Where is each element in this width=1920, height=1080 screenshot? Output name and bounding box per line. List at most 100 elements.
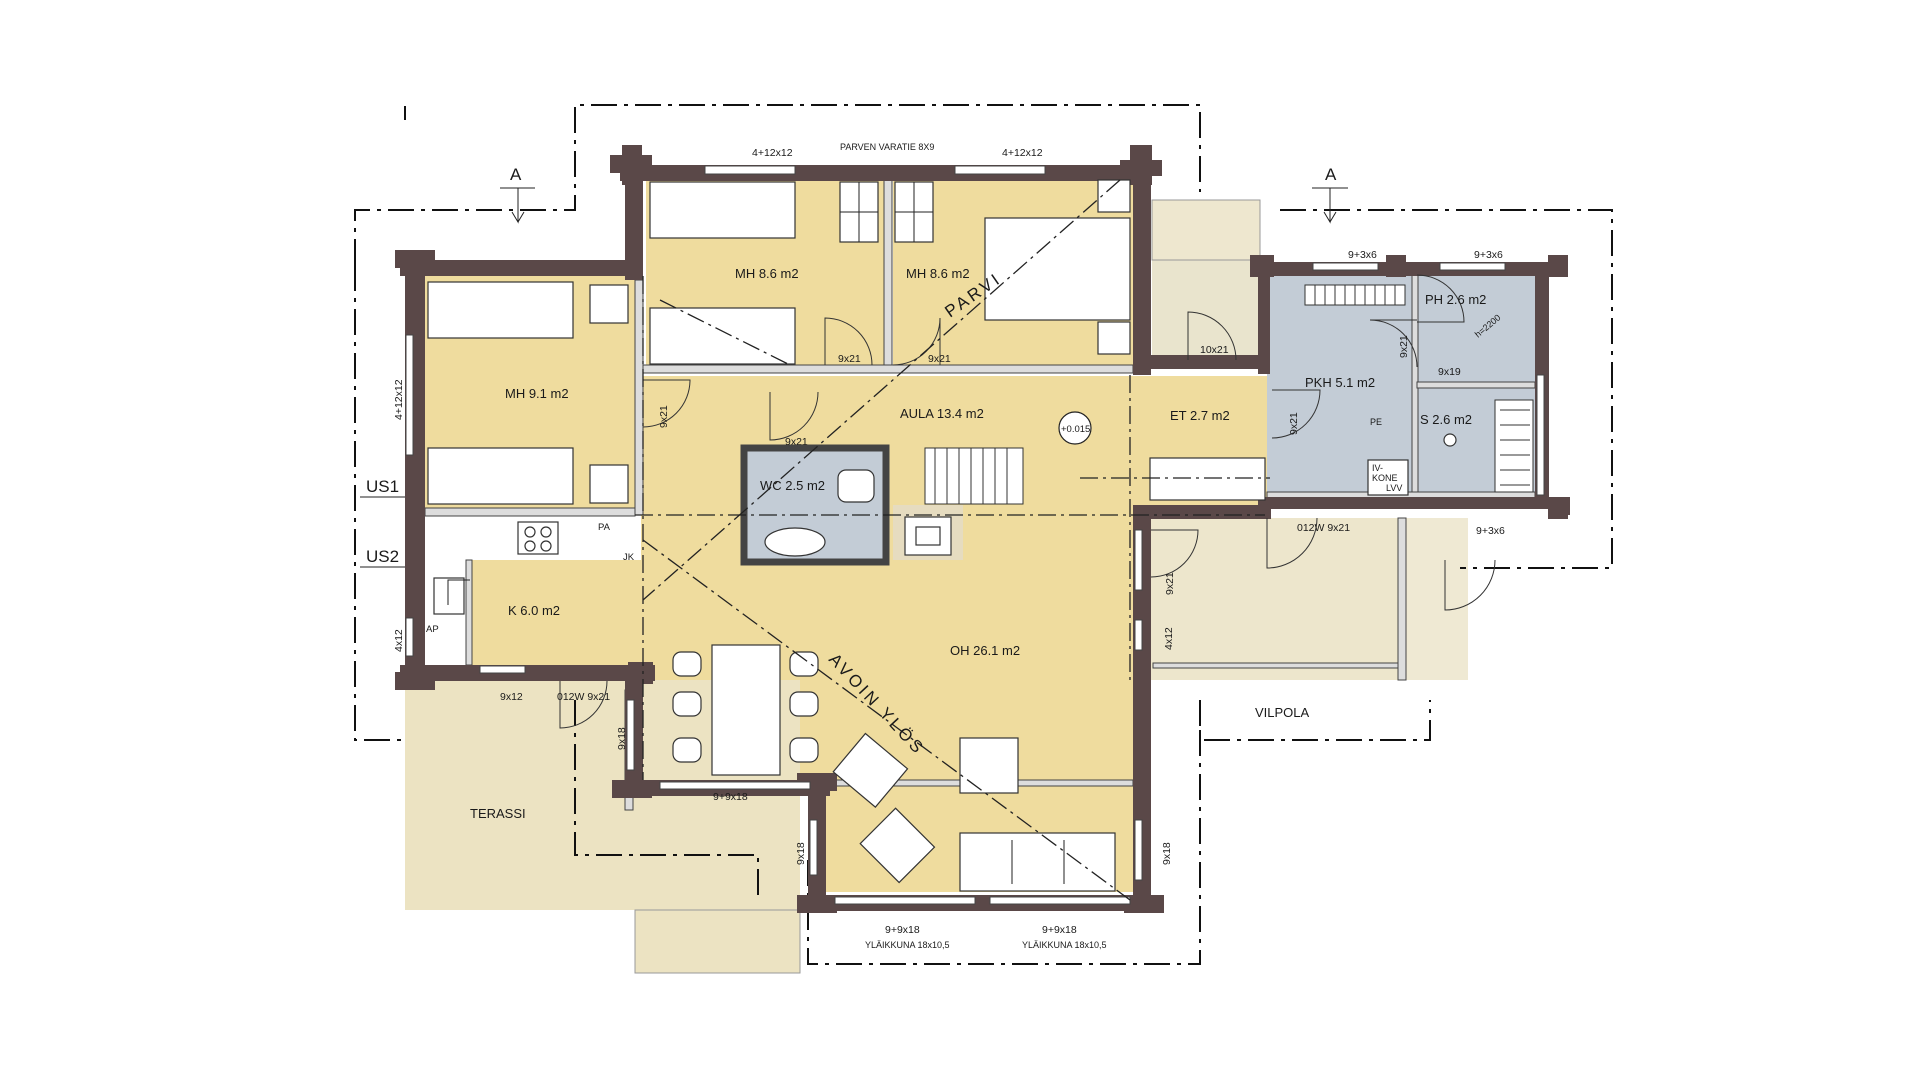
wall-top-mid-left	[625, 165, 643, 280]
dim-window-living-left: 9x18	[795, 842, 807, 865]
construction-lines	[635, 179, 1270, 901]
outline-right	[1280, 209, 1613, 569]
sauna-bench	[1494, 399, 1534, 493]
dim-door-9: 012W 9x21	[1297, 522, 1350, 534]
iv-kone-box	[1367, 459, 1409, 496]
toilet	[837, 469, 875, 503]
label-terassi: TERASSI	[470, 806, 526, 821]
vilpola-rail-b	[1152, 662, 1399, 669]
label-et: ET 2.7 m2	[1170, 408, 1230, 423]
label-kone: KONE	[1372, 473, 1398, 483]
post	[612, 780, 652, 798]
window-living-bottom-2	[989, 896, 1131, 905]
room-k	[470, 560, 641, 665]
window-oh-bottom	[659, 781, 811, 790]
window-top-1	[704, 165, 796, 175]
furniture	[427, 179, 1534, 892]
outline-left	[354, 265, 408, 741]
label-wc: WC 2.5 m2	[760, 478, 825, 493]
dim-door-6: 9x21	[1288, 412, 1300, 435]
label-k: K 6.0 m2	[508, 603, 560, 618]
dim-window-right-1: 4x12	[1163, 627, 1175, 650]
cooktop-ring	[524, 540, 536, 552]
wall-top	[620, 165, 1150, 181]
partition-kitchen	[465, 559, 473, 666]
label-iv: IV-	[1372, 463, 1383, 473]
door-swing	[559, 680, 608, 729]
cooktop-ring	[524, 526, 536, 538]
doors	[559, 274, 1496, 729]
armchair	[859, 807, 936, 884]
window-kitchen-bottom	[479, 665, 526, 674]
label-s: S 2.6 m2	[1420, 412, 1472, 427]
room-vilpola-side	[1398, 518, 1468, 680]
window-left-2	[405, 617, 414, 657]
label-aula: AULA 13.4 m2	[900, 406, 984, 421]
bed-mid-bottom	[649, 307, 796, 365]
dim-window-top-1: 4+12x12	[752, 147, 793, 159]
label-ap: AP	[426, 624, 439, 635]
dim-door-3: 9x21	[658, 405, 670, 428]
post	[395, 250, 435, 268]
bed-left-top	[427, 281, 574, 339]
dim-window-top-2: 4+12x12	[1002, 147, 1043, 159]
chair	[672, 737, 702, 763]
label-mh-right: MH 8.6 m2	[906, 266, 970, 281]
window-right-2	[1134, 619, 1143, 651]
dim-door-1: 9x21	[838, 353, 861, 365]
label-section-a-left: A	[510, 165, 522, 184]
dim-window-left-1: 4+12x12	[393, 379, 405, 420]
cooktop	[517, 521, 559, 555]
window-top-2	[954, 165, 1046, 175]
post	[1548, 255, 1568, 277]
window-wet-right	[1536, 374, 1545, 496]
sink	[764, 527, 826, 557]
windows	[405, 165, 1545, 905]
door-swing	[1187, 311, 1237, 361]
window-dining-left	[626, 699, 635, 771]
dim-window-living-bottom-1: 9+9x18	[885, 924, 920, 936]
room-vilpola	[1143, 518, 1398, 680]
label-pkh: PKH 5.1 m2	[1305, 375, 1375, 390]
cooktop-ring	[540, 526, 552, 538]
partition-mh-divider	[883, 179, 893, 366]
stairs	[924, 447, 1024, 505]
label-level: +0.015	[1061, 424, 1090, 435]
dim-door-10: 9x21	[1164, 572, 1176, 595]
post	[1250, 255, 1274, 277]
outline-top	[354, 104, 1201, 265]
chair	[789, 651, 819, 677]
door-swing	[824, 317, 873, 366]
dim-door-5: 10x21	[1200, 344, 1229, 356]
label-mh-left: MH 9.1 m2	[505, 386, 569, 401]
window-wet-2	[1439, 262, 1506, 271]
dim-door-2: 9x21	[928, 353, 951, 365]
label-jk: JK	[623, 552, 635, 563]
dim-window-kitchen: 9x12	[500, 691, 523, 703]
dim-window-living-bottom-2: 9+9x18	[1042, 924, 1077, 936]
kitchen-sink	[433, 577, 465, 615]
window-wet-1	[1312, 262, 1379, 271]
kitchen-arrow-line	[447, 579, 470, 605]
label-oh: OH 26.1 m2	[950, 643, 1020, 658]
door-swing	[1416, 274, 1465, 323]
chair	[672, 691, 702, 717]
post	[610, 155, 652, 173]
dim-window-left-2: 4x12	[393, 629, 405, 652]
room-entry-steps	[1151, 199, 1261, 261]
section-a-left-arrow	[511, 188, 525, 224]
post	[1124, 895, 1164, 913]
diagonal	[659, 299, 791, 366]
door-swing	[642, 379, 691, 428]
stairs-frame	[924, 447, 1024, 505]
post	[628, 662, 653, 684]
wall-vilpola-top	[1133, 505, 1271, 519]
bed-right	[984, 217, 1131, 321]
bed-left-bottom	[427, 447, 574, 505]
dim-window-wet-1: 9+3x6	[1348, 249, 1377, 261]
chair	[672, 651, 702, 677]
radiator	[1304, 284, 1406, 306]
wall-right-upper	[1133, 165, 1151, 375]
kitchen-arrow	[447, 579, 470, 605]
nightstand	[589, 284, 629, 324]
